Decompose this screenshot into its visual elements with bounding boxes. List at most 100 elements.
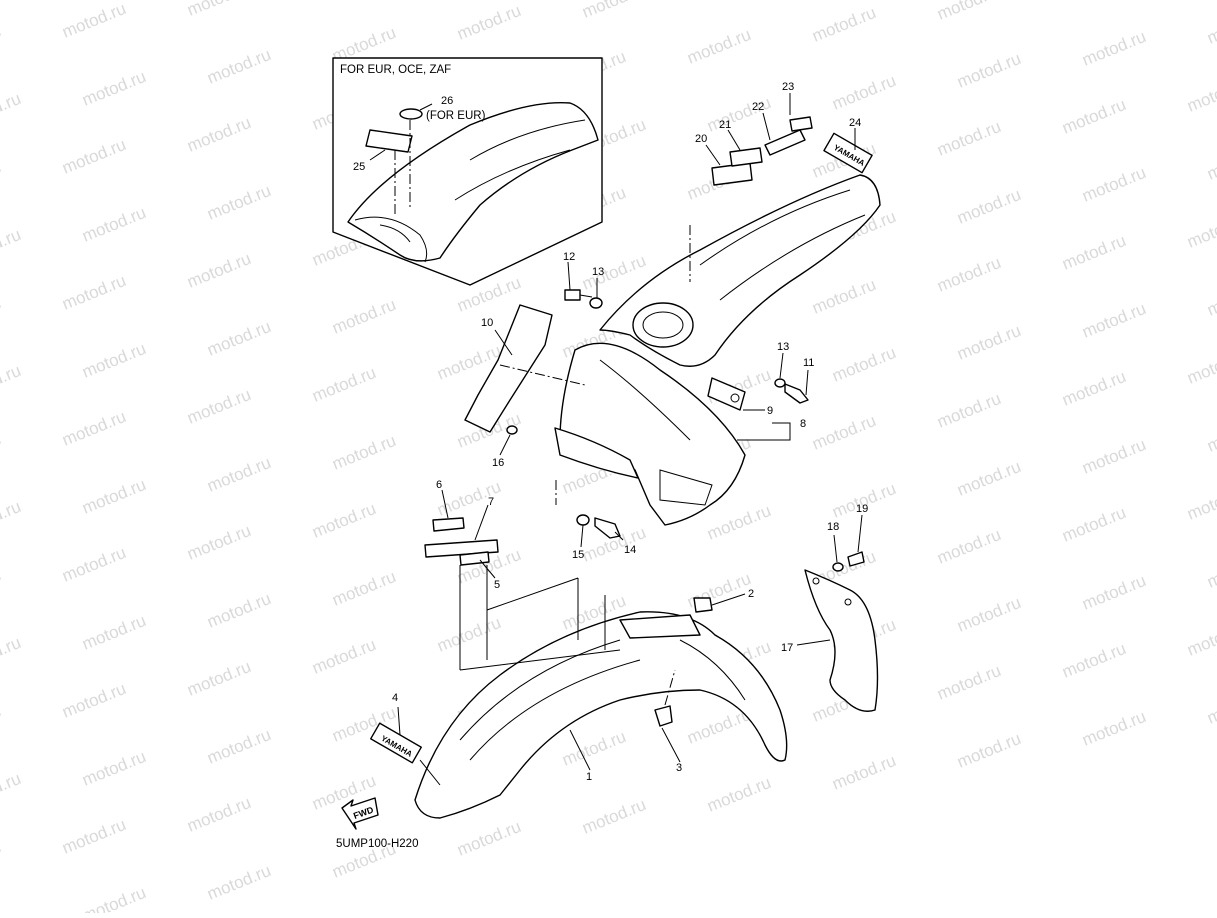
watermark-text: motod.ru bbox=[1079, 571, 1148, 614]
watermark-text: motod.ru bbox=[0, 565, 4, 608]
inset-title: FOR EUR, OCE, ZAF bbox=[340, 64, 451, 76]
watermark-text: motod.ru bbox=[0, 837, 4, 880]
part-3-bolt bbox=[654, 705, 673, 727]
inset-rear-fender bbox=[347, 101, 599, 262]
callout-numbers: 1 2 3 4 5 6 7 8 9 10 11 12 13 13 14 15 1… bbox=[392, 81, 868, 783]
watermark-text: motod.ru bbox=[1079, 163, 1148, 206]
fwd-arrow: FWD bbox=[341, 797, 379, 830]
part-24-yamaha-decal bbox=[823, 132, 873, 174]
watermark-text: motod.ru bbox=[934, 389, 1003, 432]
watermark-text: motod.ru bbox=[309, 499, 378, 542]
watermark-text: motod.ru bbox=[1059, 639, 1128, 682]
watermark-text: motod.ru bbox=[954, 729, 1023, 772]
watermark-text: motod.ru bbox=[79, 475, 148, 518]
callout-4: 4 bbox=[392, 692, 398, 704]
watermark-text: motod.ru bbox=[0, 633, 24, 676]
callout-16: 16 bbox=[492, 457, 504, 469]
callout-8: 8 bbox=[800, 418, 806, 430]
part-23-decal bbox=[789, 116, 813, 132]
watermark-text: motod.ru bbox=[79, 67, 148, 110]
watermark-text: motod.ru bbox=[454, 817, 523, 860]
callout-11: 11 bbox=[803, 357, 814, 369]
watermark-text: motod.ru bbox=[579, 795, 648, 838]
callout-13-a: 13 bbox=[592, 266, 604, 278]
watermark-text: motod.ru bbox=[829, 751, 898, 794]
watermark-text: motod.ru bbox=[79, 611, 148, 654]
inset-panel: FOR EUR, OCE, ZAF 26 (FOR EUR) 25 bbox=[332, 57, 603, 286]
callout-26: 26 bbox=[441, 95, 453, 107]
watermark-text: motod.ru bbox=[184, 657, 253, 700]
watermark-text: motod.ru bbox=[934, 661, 1003, 704]
front-fender-assembly bbox=[370, 517, 788, 819]
watermark-text: motod.ru bbox=[1184, 73, 1217, 116]
watermark-text: motod.ru bbox=[59, 0, 128, 42]
watermark-text: motod.ru bbox=[1204, 5, 1217, 48]
callout-9: 9 bbox=[767, 405, 773, 417]
watermark-text: motod.ru bbox=[79, 883, 148, 913]
part-17-fork-guard bbox=[804, 569, 879, 712]
watermark-text: motod.ru bbox=[1079, 299, 1148, 342]
watermark-text: motod.ru bbox=[1184, 481, 1217, 524]
watermark-text: motod.ru bbox=[184, 113, 253, 156]
watermark-text: motod.ru bbox=[0, 225, 24, 268]
watermark-text: motod.ru bbox=[954, 185, 1023, 228]
front-fender-mount bbox=[619, 614, 701, 639]
watermark-text: motod.ru bbox=[79, 339, 148, 382]
callout-25: 25 bbox=[353, 161, 365, 173]
watermark-text: motod.ru bbox=[954, 457, 1023, 500]
watermark-text: motod.ru bbox=[0, 769, 24, 812]
watermark-text: motod.ru bbox=[0, 701, 4, 744]
watermark-text: motod.ru bbox=[434, 613, 503, 656]
part-2-grommet bbox=[693, 597, 713, 613]
watermark-text: motod.ru bbox=[704, 773, 773, 816]
watermark-text: motod.ru bbox=[309, 363, 378, 406]
watermark-text: motod.ru bbox=[1059, 231, 1128, 274]
part-10-side-cover bbox=[464, 304, 553, 433]
callout-21: 21 bbox=[719, 119, 731, 131]
callout-23: 23 bbox=[782, 81, 794, 93]
part-5-decal bbox=[459, 551, 490, 566]
part-13-washer-b bbox=[774, 378, 786, 388]
watermark-text: motod.ru bbox=[1204, 141, 1217, 184]
watermark-text: motod.ru bbox=[829, 479, 898, 522]
watermark-text: motod.ru bbox=[809, 411, 878, 454]
watermark-text: motod.ru bbox=[934, 525, 1003, 568]
part-1-front-fender bbox=[414, 611, 788, 819]
watermark-text: motod.ru bbox=[79, 203, 148, 246]
inset-note: (FOR EUR) bbox=[426, 110, 486, 122]
callout-10: 10 bbox=[481, 317, 493, 329]
watermark-text: motod.ru bbox=[79, 747, 148, 790]
part-15-washer bbox=[576, 514, 590, 526]
watermark-text: motod.ru bbox=[1184, 617, 1217, 660]
watermark-text: motod.ru bbox=[204, 725, 273, 768]
watermark-text: motod.ru bbox=[184, 521, 253, 564]
watermark-text: motod.ru bbox=[0, 429, 4, 472]
callout-6: 6 bbox=[436, 479, 442, 491]
watermark-text: motod.ru bbox=[0, 293, 4, 336]
rear-fender-assembly bbox=[464, 116, 881, 539]
part-inner-fender bbox=[559, 342, 746, 526]
watermark-text: motod.ru bbox=[684, 25, 753, 68]
watermark-text: motod.ru bbox=[204, 45, 273, 88]
callout-19: 19 bbox=[856, 503, 868, 515]
watermark-text: motod.ru bbox=[329, 295, 398, 338]
watermark-text: motod.ru bbox=[1079, 707, 1148, 750]
part-25-decal bbox=[365, 129, 413, 153]
watermark-text: motod.ru bbox=[559, 727, 628, 770]
fork-guard-assembly bbox=[804, 551, 879, 712]
fwd-arrow-icon bbox=[341, 797, 379, 830]
watermark-text: motod.ru bbox=[1204, 277, 1217, 320]
watermark-text: motod.ru bbox=[329, 431, 398, 474]
watermark-text: motod.ru bbox=[59, 543, 128, 586]
part-6-decal bbox=[432, 517, 465, 532]
watermark-text: motod.ru bbox=[184, 385, 253, 428]
watermark-text: motod.ru bbox=[1059, 367, 1128, 410]
watermark-text: motod.ru bbox=[934, 0, 1003, 24]
watermark-text: motod.ru bbox=[329, 567, 398, 610]
watermark-text: motod.ru bbox=[829, 71, 898, 114]
rear-fender-opening bbox=[632, 302, 694, 348]
part-16-washer bbox=[506, 425, 518, 435]
watermark-text: motod.ru bbox=[0, 497, 24, 540]
watermark-text: motod.ru bbox=[204, 589, 273, 632]
